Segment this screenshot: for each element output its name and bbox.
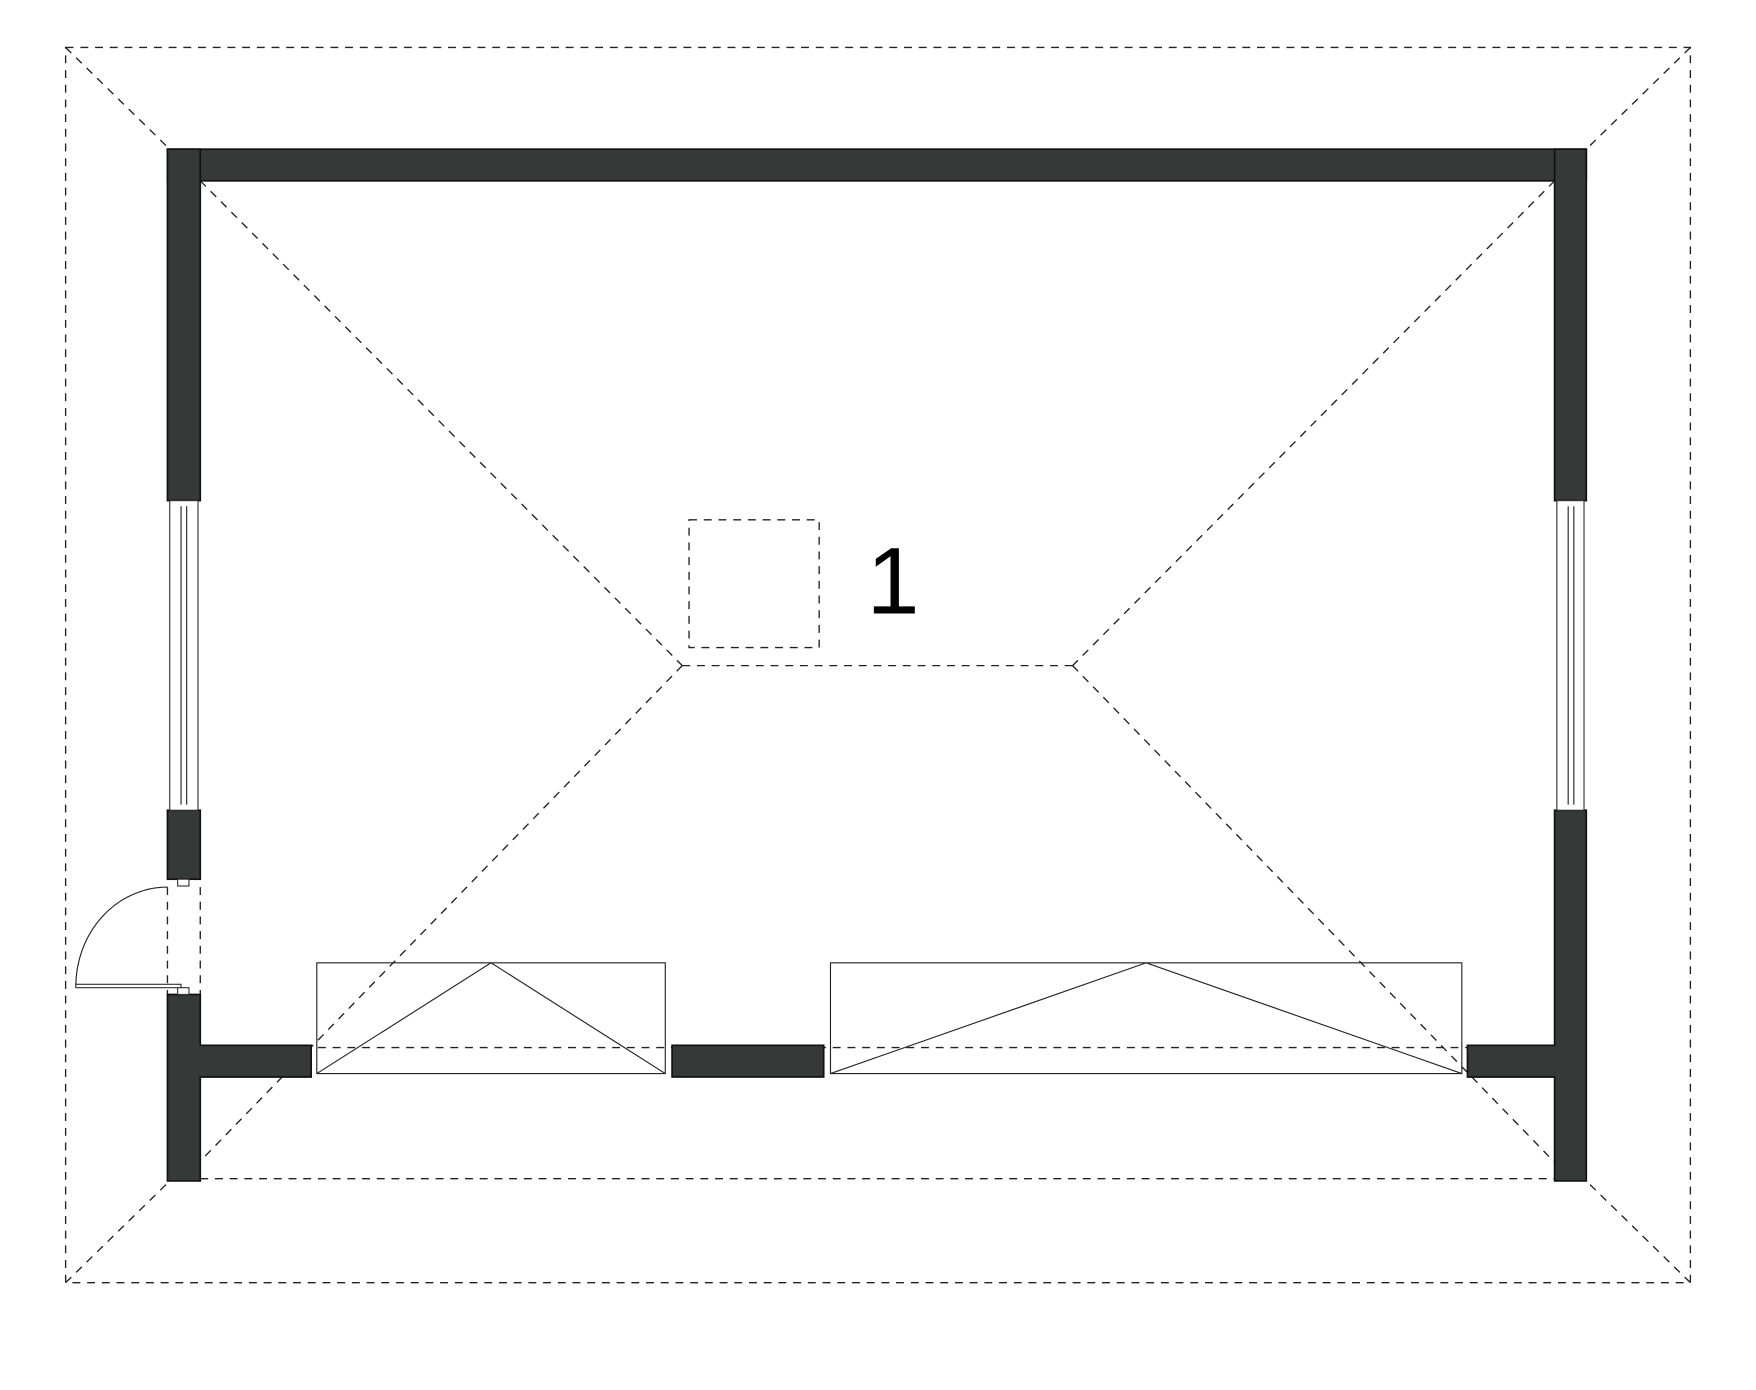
room-number-label: 1 bbox=[867, 529, 920, 635]
entry-door bbox=[75, 878, 190, 996]
roof-outline bbox=[64, 46, 1692, 1284]
roof-hip-lines bbox=[65, 46, 1691, 1284]
skylight-outline bbox=[688, 519, 820, 649]
garage-door-right bbox=[829, 962, 1463, 1075]
garage-door-left bbox=[316, 962, 666, 1075]
walls bbox=[166, 148, 1588, 1182]
window-right bbox=[1556, 500, 1585, 811]
window-left bbox=[169, 500, 199, 811]
